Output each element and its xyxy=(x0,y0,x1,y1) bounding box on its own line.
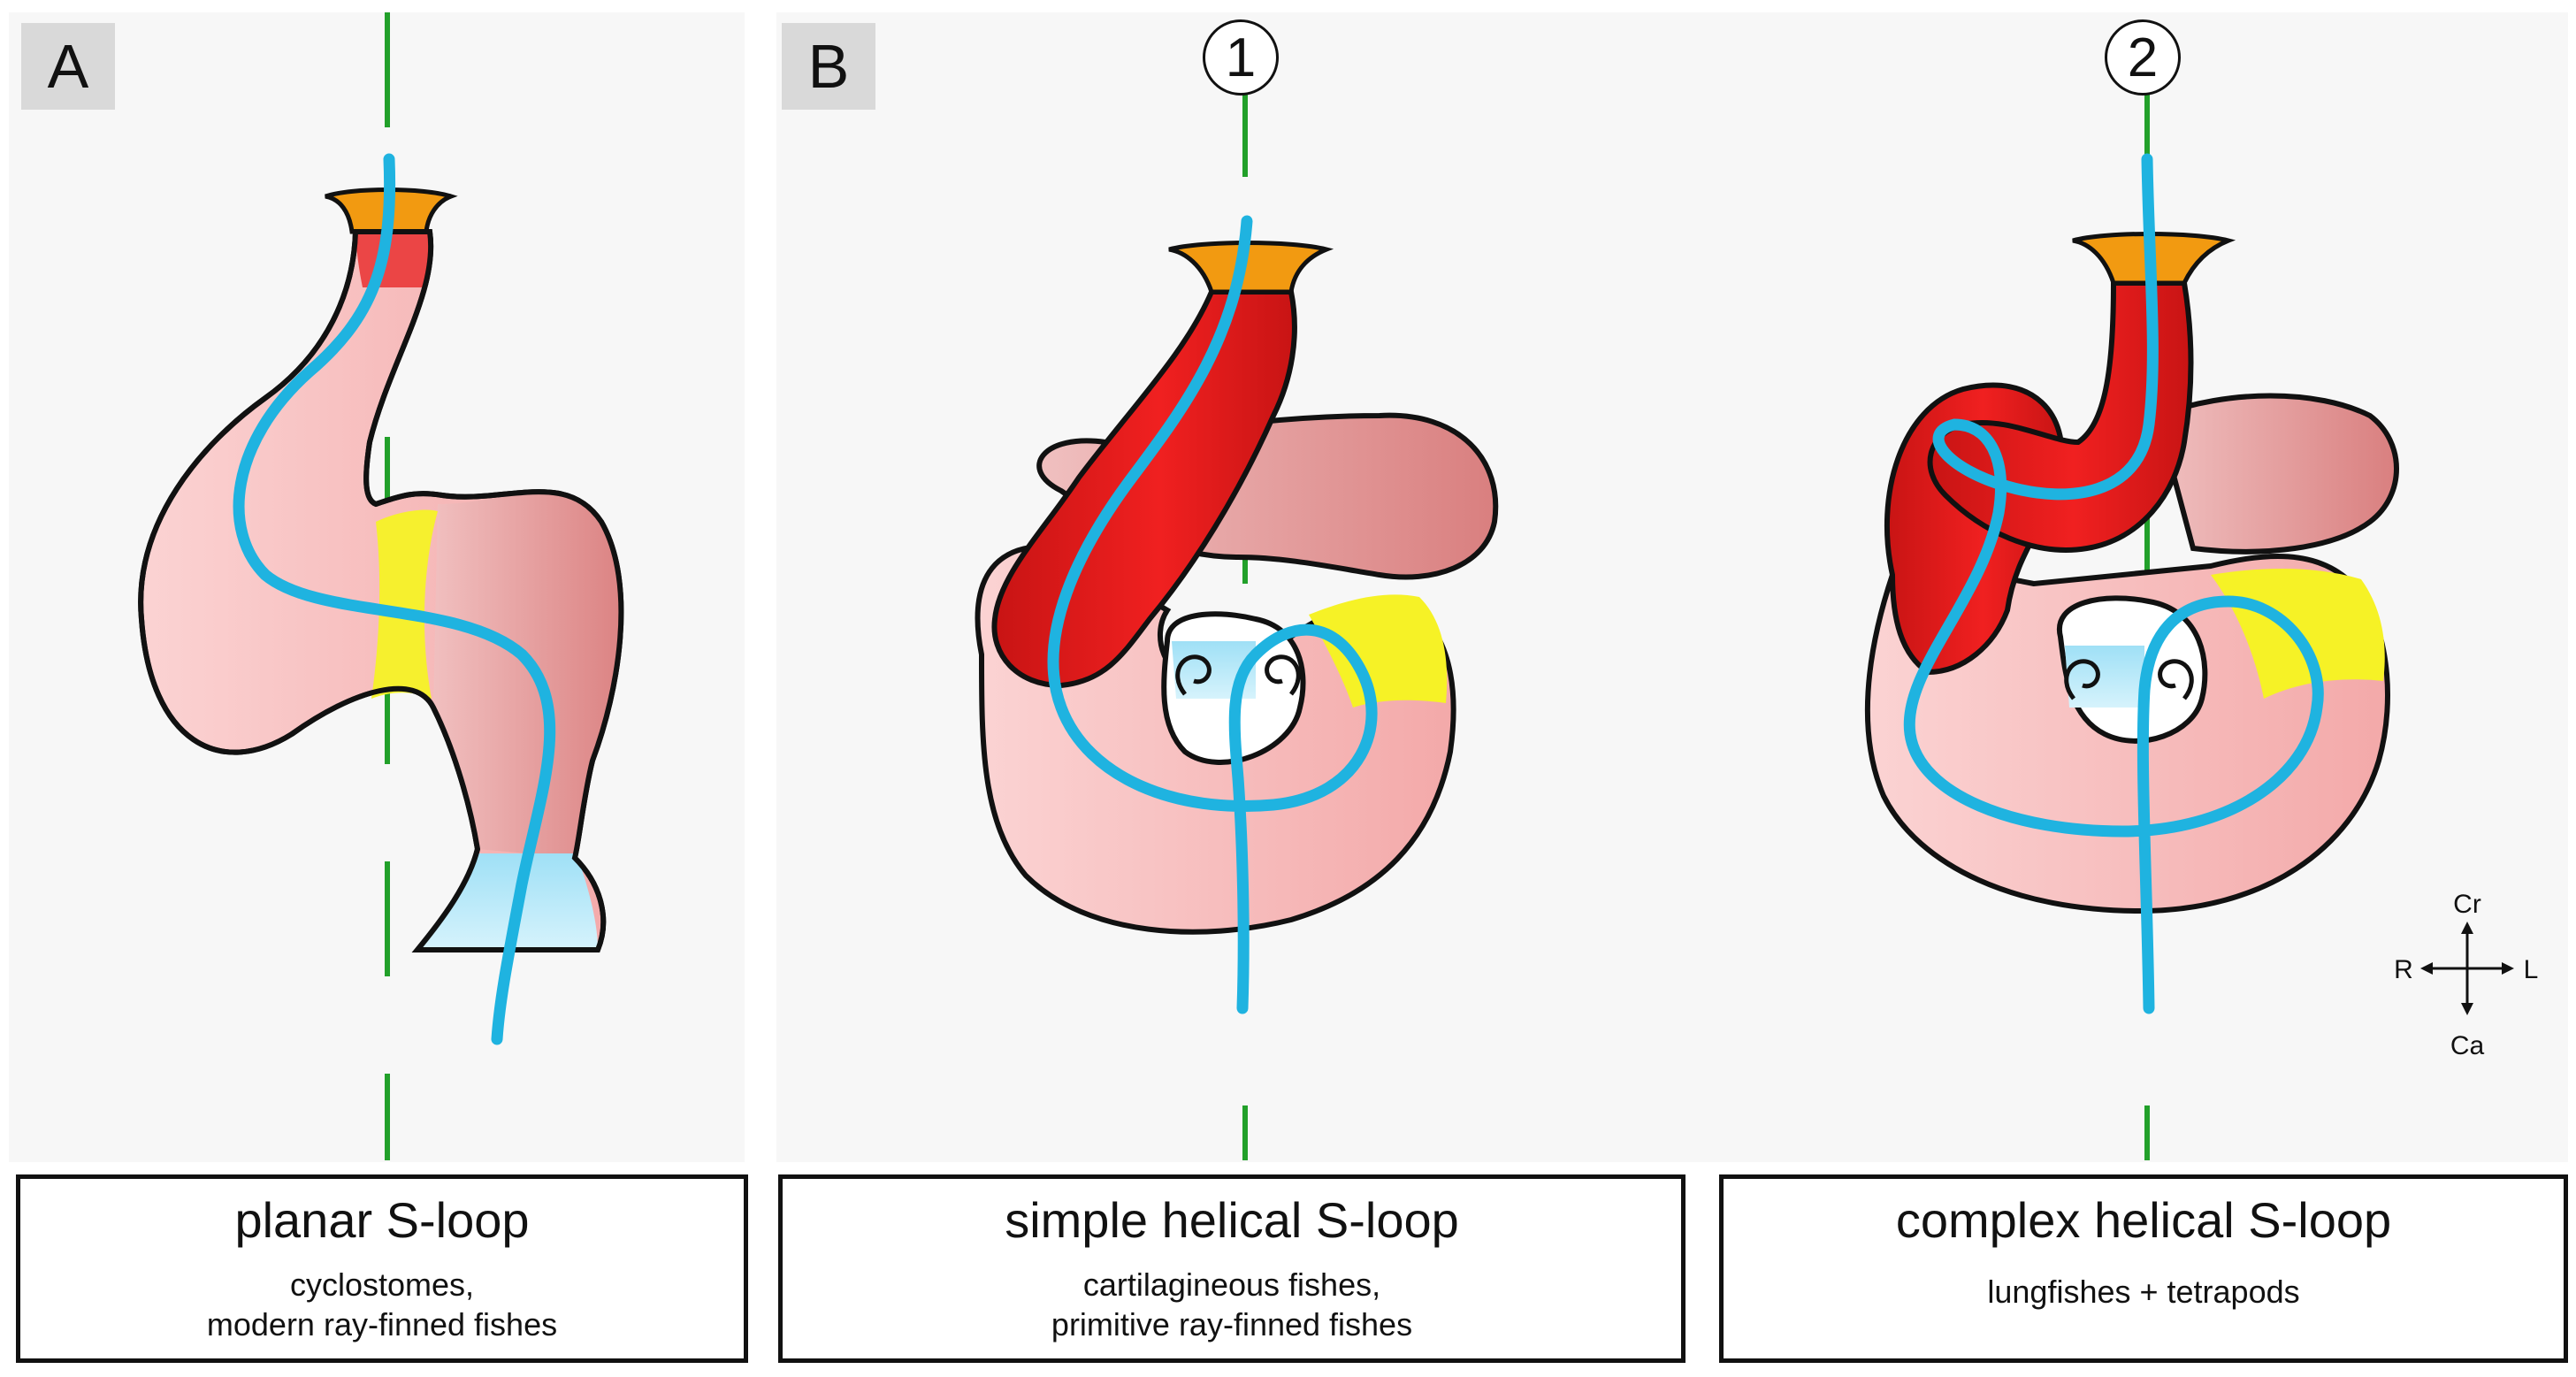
complex-helical-s-loop-heart xyxy=(1864,88,2399,1160)
variant-number-2: 2 xyxy=(2105,19,2181,96)
inflow-blue-a xyxy=(417,853,598,950)
inflow-blue-b2 xyxy=(2065,646,2144,708)
curl-left-b2 xyxy=(2064,659,2100,700)
curl-left-b1 xyxy=(1175,654,1212,696)
compass-right-label: R xyxy=(2394,955,2413,984)
caption-complex-helical-title: complex helical S-loop xyxy=(1895,1192,2392,1248)
red-segment-a xyxy=(355,232,430,287)
blood-flow-b1 xyxy=(1047,215,1378,1014)
caption-complex-helical-line1: lungfishes + tetrapods xyxy=(1987,1273,2300,1310)
panel-letter-a: A xyxy=(21,23,115,110)
caption-planar-line1: cyclostomes, xyxy=(289,1266,475,1303)
curl-right-b2 xyxy=(2158,659,2194,700)
caption-simple-helical-line1: cartilagineous fishes, xyxy=(1082,1266,1381,1303)
yellow-segment-b1 xyxy=(1309,594,1448,708)
panel-letter-b: B xyxy=(782,23,875,110)
caption-simple-helical: simple helical S-loop cartilagineous fis… xyxy=(778,1174,1685,1363)
compass-left-label: L xyxy=(2524,955,2539,984)
variant-number-1: 1 xyxy=(1203,19,1279,96)
curl-right-b1 xyxy=(1265,654,1301,696)
planar-s-loop-heart xyxy=(138,12,624,1160)
back-lobe-b2 xyxy=(2154,393,2399,555)
caption-simple-helical-title: simple helical S-loop xyxy=(1005,1192,1459,1248)
caption-complex-helical: complex helical S-loop lungfishes + tetr… xyxy=(1719,1174,2568,1363)
compass-caudal-label: Ca xyxy=(2450,1031,2485,1060)
right-lobe-a xyxy=(433,492,622,858)
blood-flow-b2 xyxy=(1903,153,2324,1014)
caption-planar: planar S-loop cyclostomes, modern ray-fi… xyxy=(16,1174,748,1363)
compass-cranial-label: Cr xyxy=(2453,890,2481,919)
outflow-cone-b1 xyxy=(1168,241,1334,295)
yellow-segment-a xyxy=(371,509,438,699)
planar-heart-outline xyxy=(138,229,624,952)
caption-planar-title: planar S-loop xyxy=(234,1192,530,1248)
orientation-compass: Cr Ca R L xyxy=(2394,890,2538,1060)
caption-planar-line2: modern ray-finned fishes xyxy=(206,1305,558,1343)
simple-helical-s-loop-heart xyxy=(975,88,1499,1160)
blood-flow-a xyxy=(233,153,556,1045)
caption-simple-helical-line2: primitive ray-finned fishes xyxy=(1051,1305,1413,1343)
